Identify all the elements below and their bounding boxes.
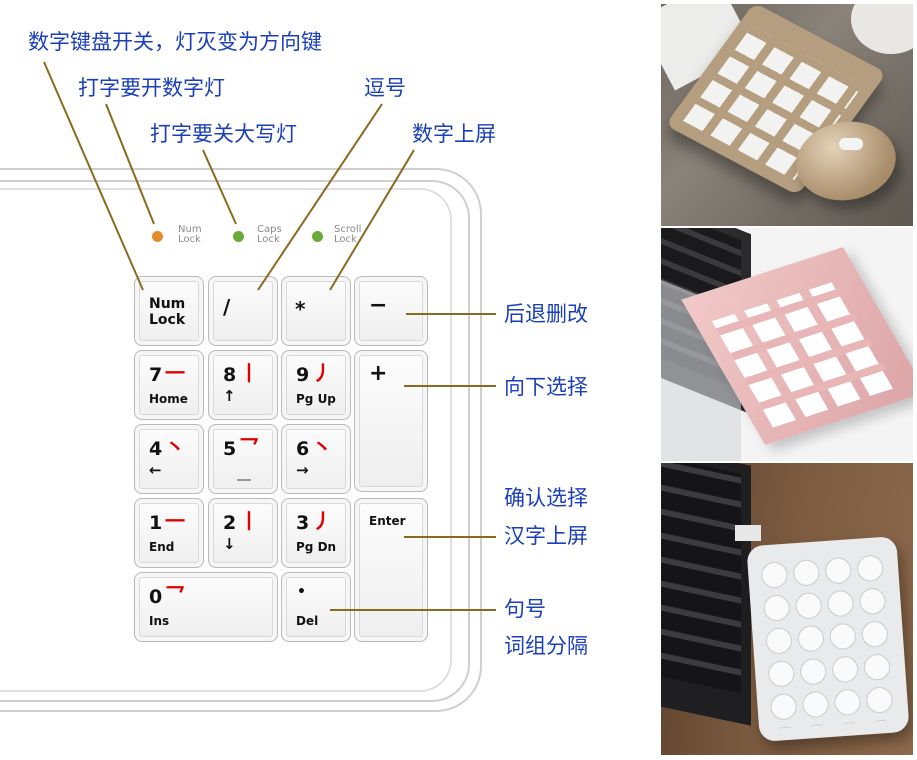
callout-phrase-separator: 词组分隔	[504, 634, 588, 658]
key-1-end[interactable]: 1 一 End	[134, 498, 204, 568]
led-label-line: Lock	[257, 234, 280, 245]
leader-number-commit	[329, 149, 415, 291]
cup-shape	[851, 4, 913, 54]
key-7-home[interactable]: 7 一 Home	[134, 350, 204, 420]
callout-numlock-light: 打字要开数字灯	[78, 76, 225, 100]
tactile-bump-icon	[237, 479, 251, 481]
callout-caps-light: 打字要关大写灯	[150, 122, 297, 146]
num-lock-key[interactable]: Num Lock	[134, 276, 204, 346]
plus-key[interactable]: +	[354, 350, 428, 492]
key-digit: 1	[149, 512, 163, 534]
stroke-label: 乛	[239, 435, 259, 459]
key-label: •	[297, 584, 306, 600]
key-5[interactable]: 5 乛	[208, 424, 278, 494]
keyboard-plate-frame	[0, 188, 452, 692]
callout-char-commit: 汉字上屏	[504, 524, 588, 548]
key-digit: 2	[223, 512, 237, 534]
key-digit: 0	[149, 586, 163, 608]
left-arrow-icon: ←	[149, 461, 162, 479]
callout-confirm-select: 确认选择	[504, 486, 588, 510]
slash-key[interactable]: /	[208, 276, 278, 346]
key-sub-label: Ins	[149, 614, 170, 628]
leader-numlock-switch	[43, 61, 144, 291]
key-8-up[interactable]: 8 丨 ↑	[208, 350, 278, 420]
key-digit: 9	[296, 364, 310, 386]
stroke-label: 一	[165, 361, 185, 385]
key-label: Num	[149, 296, 186, 312]
key-9-pgup[interactable]: 9 丿 Pg Up	[281, 350, 351, 420]
stroke-label: 丨	[239, 509, 259, 533]
led-label-line: Scroll	[334, 224, 362, 235]
scroll-lock-led	[312, 231, 323, 242]
key-digit: 7	[149, 364, 163, 386]
usb-dongle-shape	[735, 525, 761, 541]
key-0-ins[interactable]: 0 乛 Ins	[134, 572, 278, 642]
stroke-label: 丿	[312, 509, 332, 533]
led-label-line: Lock	[334, 234, 357, 245]
round-keys-grid	[757, 550, 899, 730]
right-arrow-icon: →	[296, 461, 309, 479]
callout-number-commit: 数字上屏	[412, 122, 496, 146]
key-digit: 8	[223, 364, 237, 386]
key-digit: 4	[149, 438, 163, 460]
key-4-left[interactable]: 4 丶 ←	[134, 424, 204, 494]
product-photo-white-keypad	[661, 463, 913, 755]
up-arrow-icon: ↑	[223, 387, 236, 405]
key-2-down[interactable]: 2 丨 ↓	[208, 498, 278, 568]
product-photo-gold-keypad	[661, 4, 913, 226]
laptop-keys-shape	[661, 463, 741, 694]
led-label-line: Num	[178, 224, 202, 235]
caps-lock-led-label: Caps Lock	[257, 225, 282, 245]
white-keypad-shape	[746, 536, 910, 742]
dot-del-key[interactable]: • Del	[281, 572, 351, 642]
key-sub-label: Home	[149, 392, 188, 406]
key-label: /	[223, 295, 231, 319]
key-label: +	[369, 361, 388, 386]
key-digit: 5	[223, 438, 237, 460]
stroke-label: 一	[165, 509, 185, 533]
leader-numlock-light	[105, 103, 155, 225]
key-digit: 3	[296, 512, 310, 534]
key-label: Lock	[149, 312, 186, 328]
key-sub-label: Pg Dn	[296, 540, 337, 554]
led-label-line: Lock	[178, 234, 201, 245]
keyboard-outer-frame	[0, 168, 482, 712]
led-label-line: Caps	[257, 224, 282, 235]
leader-caps-light	[202, 149, 237, 225]
leader-comma	[257, 103, 383, 291]
callout-select-down: 向下选择	[504, 375, 588, 399]
callout-backspace: 后退删改	[504, 302, 588, 326]
callout-comma: 逗号	[364, 76, 406, 100]
laptop-shape	[661, 463, 751, 726]
key-label: Enter	[369, 514, 406, 528]
key-sub-label: End	[149, 540, 175, 554]
product-photo-pink-keypad	[661, 228, 913, 461]
key-3-pgdn[interactable]: 3 丿 Pg Dn	[281, 498, 351, 568]
key-6-right[interactable]: 6 丶 →	[281, 424, 351, 494]
key-label: −	[369, 293, 388, 318]
stroke-label: 丿	[312, 361, 332, 385]
stroke-label: 乛	[165, 583, 185, 607]
key-sub-label: Del	[296, 614, 319, 628]
num-lock-led	[152, 231, 163, 242]
stroke-label: 丨	[239, 361, 259, 385]
callout-period: 句号	[504, 597, 546, 621]
down-arrow-icon: ↓	[223, 535, 236, 553]
keyboard-inner-frame	[0, 180, 470, 702]
mouse-wheel-shape	[839, 138, 863, 150]
enter-key[interactable]: Enter	[354, 498, 428, 642]
key-label: *	[295, 297, 306, 321]
key-sub-label: Pg Up	[296, 392, 336, 406]
stroke-label: 丶	[165, 435, 185, 459]
num-lock-led-label: Num Lock	[178, 225, 202, 245]
key-digit: 6	[296, 438, 310, 460]
minus-key[interactable]: −	[354, 276, 428, 346]
callout-numlock-switch: 数字键盘开关，灯灭变为方向键	[28, 30, 322, 54]
asterisk-key[interactable]: *	[281, 276, 351, 346]
scroll-lock-led-label: Scroll Lock	[334, 225, 361, 245]
stroke-label: 丶	[312, 435, 332, 459]
caps-lock-led	[233, 231, 244, 242]
